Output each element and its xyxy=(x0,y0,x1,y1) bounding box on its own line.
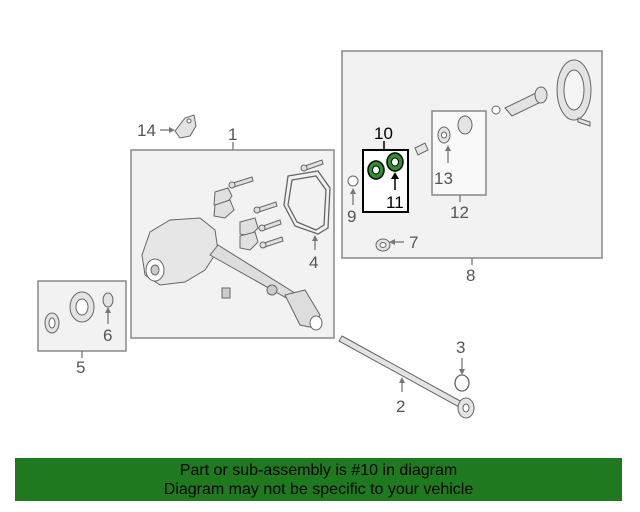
info-banner: Part or sub-assembly is #10 in diagram D… xyxy=(15,458,622,501)
banner-line-1: Part or sub-assembly is #10 in diagram xyxy=(179,462,458,479)
banner-line-2: Diagram may not be specific to your vehi… xyxy=(163,481,474,498)
housing-bolts xyxy=(213,159,324,251)
callout-7: 7 xyxy=(409,233,418,252)
axle-shaft xyxy=(338,335,475,419)
callout-9: 9 xyxy=(347,207,356,226)
callout-2: 2 xyxy=(396,397,405,416)
callout-3: 3 xyxy=(456,338,465,357)
callout-1: 1 xyxy=(228,125,237,144)
axle-housing xyxy=(141,217,323,331)
ring-gear-pinion xyxy=(347,59,592,252)
highlighted-part-10 xyxy=(367,152,404,180)
callout-8: 8 xyxy=(466,266,475,285)
cover-gasket xyxy=(283,170,331,235)
callout-13: 13 xyxy=(434,169,453,188)
callout-10: 10 xyxy=(374,124,393,143)
callout-4: 4 xyxy=(309,253,318,272)
bracket-14 xyxy=(174,114,197,139)
callout-6: 6 xyxy=(103,326,112,345)
bearing-set-5 xyxy=(44,291,114,334)
callout-14: 14 xyxy=(137,121,156,140)
callout-5: 5 xyxy=(76,358,85,377)
callout-12: 12 xyxy=(450,203,469,222)
assembly-box-12 xyxy=(431,110,487,196)
callout-11: 11 xyxy=(386,193,404,212)
